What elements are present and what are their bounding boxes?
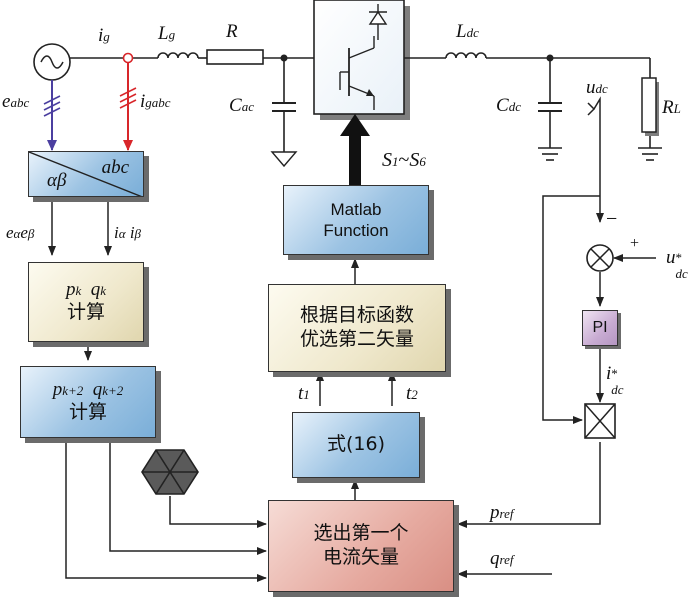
prediction-formula: pk+2 qk+2 bbox=[52, 378, 124, 400]
instant-power-calc-block: pk qk 计算 bbox=[28, 262, 144, 342]
q-reference-label: qref bbox=[490, 548, 514, 569]
resistor-label: R bbox=[226, 21, 238, 42]
matlab-line2: Function bbox=[323, 221, 389, 240]
transform-abc-text: abc bbox=[101, 157, 129, 178]
summer-plus-sign: + bbox=[630, 235, 640, 252]
transform-alphabeta-text: αβ bbox=[47, 170, 67, 192]
converter-symbol bbox=[313, 0, 410, 120]
pi-controller-block: PI bbox=[582, 310, 618, 346]
load-resistor-symbol bbox=[641, 77, 657, 133]
grid-inductor-label: Lg bbox=[158, 23, 176, 44]
abc-to-alphabeta-transform-block: abc αβ bbox=[28, 151, 144, 197]
prediction-label: 计算 bbox=[68, 400, 107, 423]
switch-signals-label: S1~S6 bbox=[382, 149, 426, 171]
first-vector-line2: 电流矢量 bbox=[322, 546, 399, 568]
p-reference-label: pref bbox=[490, 502, 514, 523]
dc-inductor-symbol bbox=[445, 52, 487, 59]
second-vector-selection-block: 根据目标函数 优选第二矢量 bbox=[268, 284, 446, 372]
voltage-vector-hexagon-icon bbox=[141, 449, 199, 495]
dc-voltage-label: udc bbox=[586, 77, 608, 98]
matlab-function-block: Matlab Function bbox=[283, 185, 429, 255]
power-calc-formula: pk qk bbox=[65, 278, 107, 300]
t2-label: t2 bbox=[406, 383, 418, 404]
source-voltage-label: eabc bbox=[2, 91, 30, 112]
ac-capacitor-label: Cac bbox=[229, 95, 254, 116]
abc-current-label: igabc bbox=[140, 91, 171, 112]
idc-reference-label: i*dc bbox=[606, 363, 624, 397]
i-alpha-beta-label: iα iβ bbox=[114, 223, 142, 242]
ac-source-symbol bbox=[33, 43, 71, 81]
dc-capacitor-label: Cdc bbox=[496, 95, 521, 116]
dc-inductor-label: Ldc bbox=[456, 21, 479, 42]
equation-16-text: 式(16) bbox=[326, 433, 385, 456]
second-vector-line1: 根据目标函数 bbox=[299, 304, 414, 327]
summing-junction-symbol bbox=[586, 244, 614, 272]
power-prediction-block: pk+2 qk+2 计算 bbox=[20, 366, 156, 438]
matlab-line1: Matlab bbox=[330, 199, 382, 219]
summer-minus-sign: − bbox=[606, 208, 618, 230]
first-vector-line1: 选出第一个 bbox=[313, 522, 409, 545]
equation-16-block: 式(16) bbox=[292, 412, 420, 478]
second-vector-line2: 优选第二矢量 bbox=[299, 328, 414, 350]
t1-label: t1 bbox=[298, 383, 310, 404]
multiplier-symbol bbox=[584, 403, 616, 439]
grid-inductor-symbol bbox=[157, 52, 199, 59]
pi-label: PI bbox=[592, 319, 608, 336]
transform-diagonal bbox=[29, 152, 142, 196]
grid-current-label: ig bbox=[98, 25, 110, 46]
udc-reference-label: u*dc bbox=[666, 247, 688, 281]
power-calc-label: 计算 bbox=[66, 300, 105, 323]
resistor-symbol bbox=[206, 49, 264, 65]
e-alpha-beta-label: eαeβ bbox=[6, 223, 35, 242]
first-vector-selection-block: 选出第一个 电流矢量 bbox=[268, 500, 454, 592]
load-resistor-label: RL bbox=[662, 97, 681, 118]
